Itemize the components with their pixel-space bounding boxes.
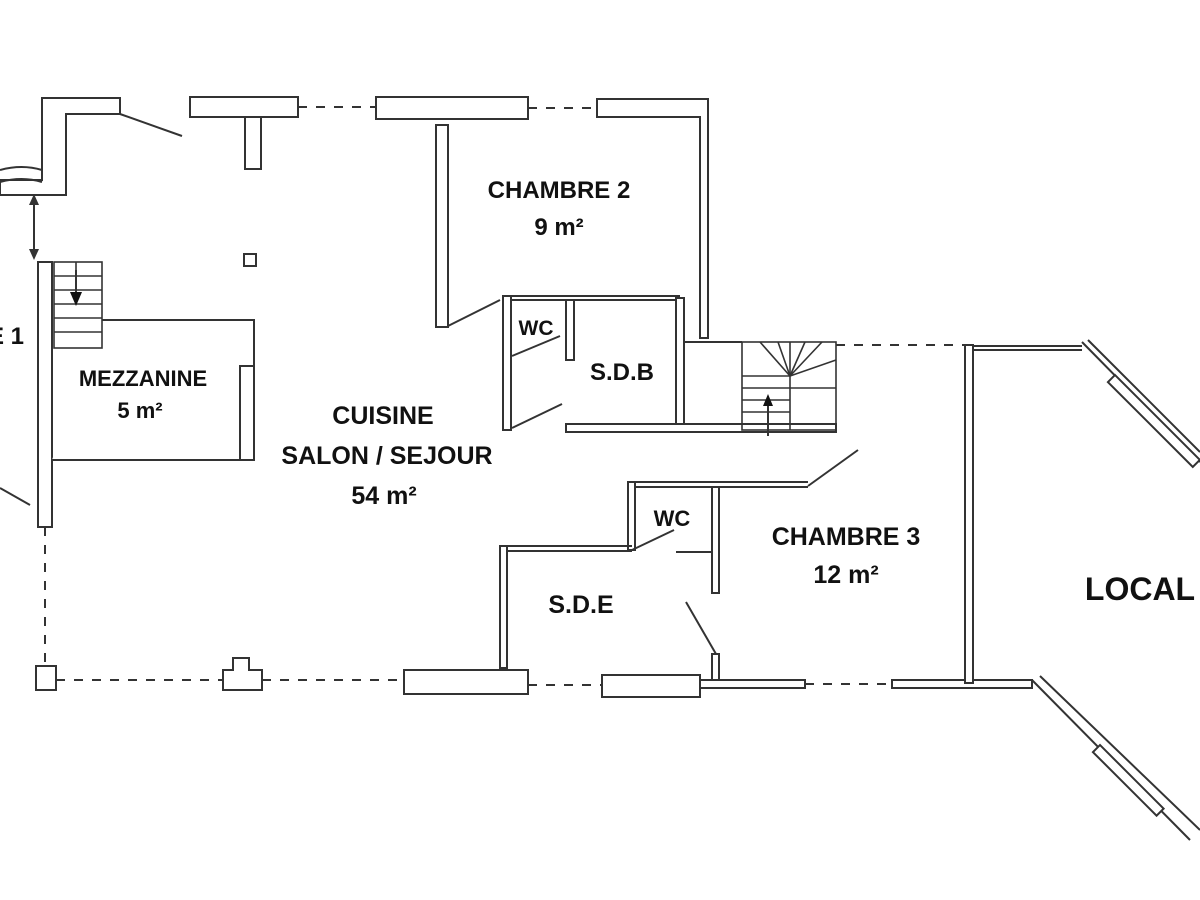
wc-bottom-label: WC: [654, 506, 691, 531]
chambre2-area: 9 m²: [534, 214, 583, 241]
room-labels: E 1 CHAMBRE 2 9 m² MEZZANINE 5 m² WC S.D…: [0, 177, 1195, 619]
exterior-walls: [0, 96, 1033, 698]
spiral-staircase: [741, 341, 965, 436]
chambre1-label: E 1: [0, 323, 24, 350]
cuisine-label: CUISINE: [332, 402, 433, 430]
wc-top-label: WC: [519, 317, 554, 340]
local-label: LOCAL: [1085, 571, 1195, 607]
cuisine-area: 54 m²: [351, 482, 416, 510]
chambre3-label: CHAMBRE 3: [772, 523, 921, 551]
mezzanine-area: 5 m²: [117, 398, 162, 423]
chambre3-walls: [499, 449, 859, 681]
local-walls: [964, 339, 1200, 841]
mezzanine-label: MEZZANINE: [79, 366, 207, 391]
sdb-label: S.D.B: [590, 359, 654, 386]
salon-sejour-label: SALON / SEJOUR: [281, 442, 492, 470]
chambre2-walls: [435, 124, 680, 328]
sde-label: S.D.E: [548, 591, 613, 619]
mezzanine-area: [52, 261, 255, 461]
chambre2-label: CHAMBRE 2: [488, 177, 631, 204]
chambre3-area: 12 m²: [813, 561, 878, 589]
